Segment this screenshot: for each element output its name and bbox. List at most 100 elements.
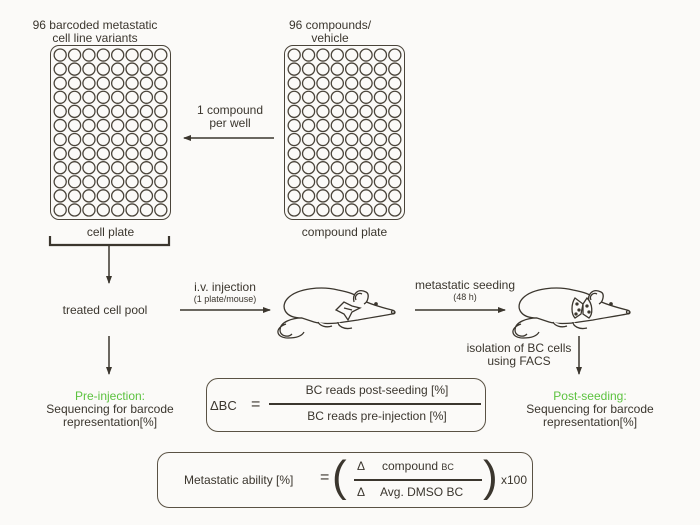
well — [316, 76, 330, 90]
well — [53, 132, 67, 147]
well — [301, 90, 316, 104]
well — [110, 175, 125, 189]
well — [344, 104, 359, 119]
well — [96, 48, 111, 62]
well — [96, 104, 111, 119]
well — [301, 175, 316, 189]
well — [359, 203, 373, 217]
well — [388, 203, 402, 217]
well — [330, 132, 345, 147]
well — [67, 189, 82, 203]
injection-label-sub: (1 plate/mouse) — [193, 294, 257, 304]
well — [287, 189, 301, 203]
well — [139, 76, 154, 90]
well — [330, 76, 345, 90]
mouse-icon-injected — [277, 287, 396, 339]
well — [373, 76, 388, 90]
wells-grid — [287, 48, 402, 217]
metastatic-numerator: compound BC — [382, 459, 454, 473]
delta-bc-numerator: BC reads post-seeding [%] — [305, 383, 449, 397]
well — [316, 161, 330, 175]
well — [359, 90, 373, 104]
cell-plate — [50, 45, 171, 220]
well — [53, 62, 67, 76]
well — [154, 146, 168, 161]
well — [82, 118, 96, 133]
well — [67, 76, 82, 90]
metastatic-denominator: Avg. DMSO BC — [380, 485, 464, 499]
well — [67, 62, 82, 76]
well — [287, 146, 301, 161]
cell-plate-bracket — [48, 236, 171, 247]
well — [53, 76, 67, 90]
well — [373, 90, 388, 104]
well — [301, 118, 316, 133]
well — [53, 189, 67, 203]
well — [359, 175, 373, 189]
well — [96, 189, 111, 203]
delta-bc-fraction-bar — [269, 403, 481, 405]
wells-grid — [53, 48, 168, 217]
well — [125, 161, 139, 175]
well — [82, 203, 96, 217]
well — [388, 48, 402, 62]
well — [287, 118, 301, 133]
well — [139, 146, 154, 161]
isolation-label-line2: using FACS — [487, 354, 551, 368]
well — [154, 48, 168, 62]
well — [330, 146, 345, 161]
well — [110, 104, 125, 119]
well — [344, 90, 359, 104]
well — [125, 76, 139, 90]
numerator-text: compound — [382, 459, 439, 473]
well — [301, 104, 316, 119]
delta-bc-equals: = — [251, 396, 261, 413]
well — [67, 48, 82, 62]
well — [330, 203, 345, 217]
well — [139, 90, 154, 104]
well — [301, 146, 316, 161]
well — [301, 132, 316, 147]
pre-injection-line1: Sequencing for barcode — [46, 402, 174, 416]
well — [125, 189, 139, 203]
well — [82, 48, 96, 62]
numerator-subscript: BC — [441, 462, 454, 472]
transfer-label: 1 compound per well — [190, 104, 270, 130]
well — [154, 90, 168, 104]
well — [110, 161, 125, 175]
well — [67, 104, 82, 119]
well — [388, 132, 402, 147]
metastatic-lhs: Metastatic ability [%] — [184, 473, 294, 487]
well — [359, 48, 373, 62]
well — [373, 189, 388, 203]
well — [110, 146, 125, 161]
well — [359, 118, 373, 133]
well — [110, 62, 125, 76]
delta-bc-lhs: ΔBC — [210, 398, 237, 413]
well — [154, 203, 168, 217]
well — [373, 203, 388, 217]
well — [96, 118, 111, 133]
compound-plate-title-line2: vehicle — [311, 31, 349, 45]
well — [359, 189, 373, 203]
well — [359, 104, 373, 119]
right-paren: ) — [483, 452, 498, 501]
well — [125, 118, 139, 133]
well — [139, 203, 154, 217]
metastatic-formula-box: Metastatic ability [%] = ( Δ compound BC… — [157, 452, 533, 508]
seeding-label-sub: (48 h) — [453, 292, 477, 302]
post-seeding-block: Post-seeding: Sequencing for barcode rep… — [515, 390, 665, 429]
well — [388, 175, 402, 189]
lung-icon — [571, 296, 593, 319]
well — [125, 90, 139, 104]
well — [301, 48, 316, 62]
cell-plate-title: 96 barcoded metastatic cell line variant… — [20, 19, 170, 45]
well — [373, 132, 388, 147]
transfer-label-line1: 1 compound — [196, 103, 264, 117]
seeding-label: metastatic seeding (48 h) — [405, 279, 525, 303]
pre-injection-block: Pre-injection: Sequencing for barcode re… — [35, 390, 185, 429]
well — [359, 146, 373, 161]
cell-plate-label: cell plate — [86, 225, 135, 239]
well — [373, 146, 388, 161]
well — [139, 132, 154, 147]
